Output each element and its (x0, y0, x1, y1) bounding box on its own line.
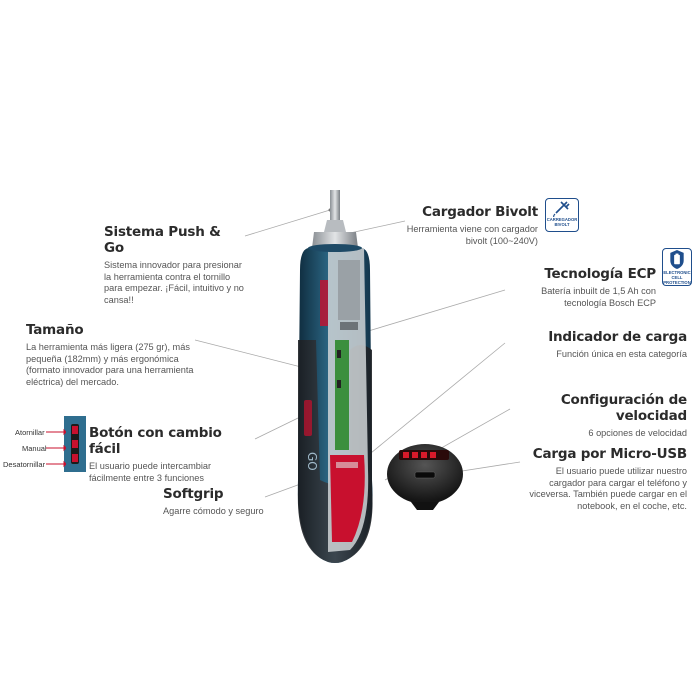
callout-title: Softgrip (163, 486, 224, 502)
callout-tamano: Tamaño La herramienta más ligera (275 gr… (26, 322, 201, 388)
callout-usb: Carga por Micro-USB El usuario puede uti… (520, 446, 687, 512)
callout-text: Agarre cómodo y seguro (163, 506, 264, 516)
screwdriver-illustration: GO (297, 190, 373, 563)
switch-arrows (46, 428, 66, 468)
callout-softgrip: Softgrip Agarre cómodo y seguro (163, 486, 283, 518)
callout-title: Cargador Bivolt (422, 204, 538, 220)
callout-text: El usuario puede utilizar nuestro cargad… (529, 466, 687, 511)
callout-title: Sistema Push & Go (104, 224, 221, 256)
callout-text: El usuario puede intercambiar fácilmente… (89, 461, 212, 483)
callout-velocidad: Configuración de velocidad 6 opciones de… (500, 392, 687, 440)
callout-push-go: Sistema Push & Go Sistema innovador para… (104, 224, 244, 306)
ecp-badge: ELECTRONIC CELL PROTECTION (662, 248, 692, 286)
bivolt-badge-caption: CARREGADOR BIVOLT (546, 217, 578, 227)
callout-text: Sistema innovador para presionar la herr… (104, 260, 244, 305)
switch-inset (64, 416, 86, 472)
usb-dome-illustration (387, 444, 463, 510)
bivolt-badge: CARREGADOR BIVOLT (545, 198, 579, 232)
callout-title: Indicador de carga (548, 329, 687, 345)
callout-cargador: Cargador Bivolt Herramienta viene con ca… (398, 204, 538, 247)
callout-text: Batería inbuilt de 1,5 Ah con tecnología… (541, 286, 656, 308)
callout-title: Botón con cambio fácil (89, 425, 222, 457)
callout-ecp: Tecnología ECP Batería inbuilt de 1,5 Ah… (500, 266, 656, 309)
svg-text:GO: GO (305, 452, 319, 471)
callout-text: Herramienta viene con cargador bivolt (1… (406, 224, 538, 246)
callout-title: Tecnología ECP (544, 266, 656, 282)
callout-text: La herramienta más ligera (275 gr), más … (26, 342, 194, 387)
plug-icon (553, 201, 570, 217)
ecp-badge-caption: ELECTRONIC CELL PROTECTION (663, 270, 691, 285)
callout-text: 6 opciones de velocidad (588, 428, 687, 438)
callout-title: Carga por Micro-USB (532, 446, 687, 462)
callout-title: Tamaño (26, 322, 84, 338)
switch-label-desatornillar: Desatornillar (3, 460, 46, 469)
switch-label-manual: Manual (22, 444, 47, 453)
callout-text: Función única en esta categoría (556, 349, 687, 359)
callout-indicador: Indicador de carga Función única en esta… (500, 329, 687, 361)
callout-boton: Botón con cambio fácil El usuario puede … (89, 425, 254, 484)
callout-title: Configuración de velocidad (560, 392, 687, 424)
battery-shield-icon (670, 249, 684, 270)
switch-label-atornillar: Atornillar (15, 428, 45, 437)
